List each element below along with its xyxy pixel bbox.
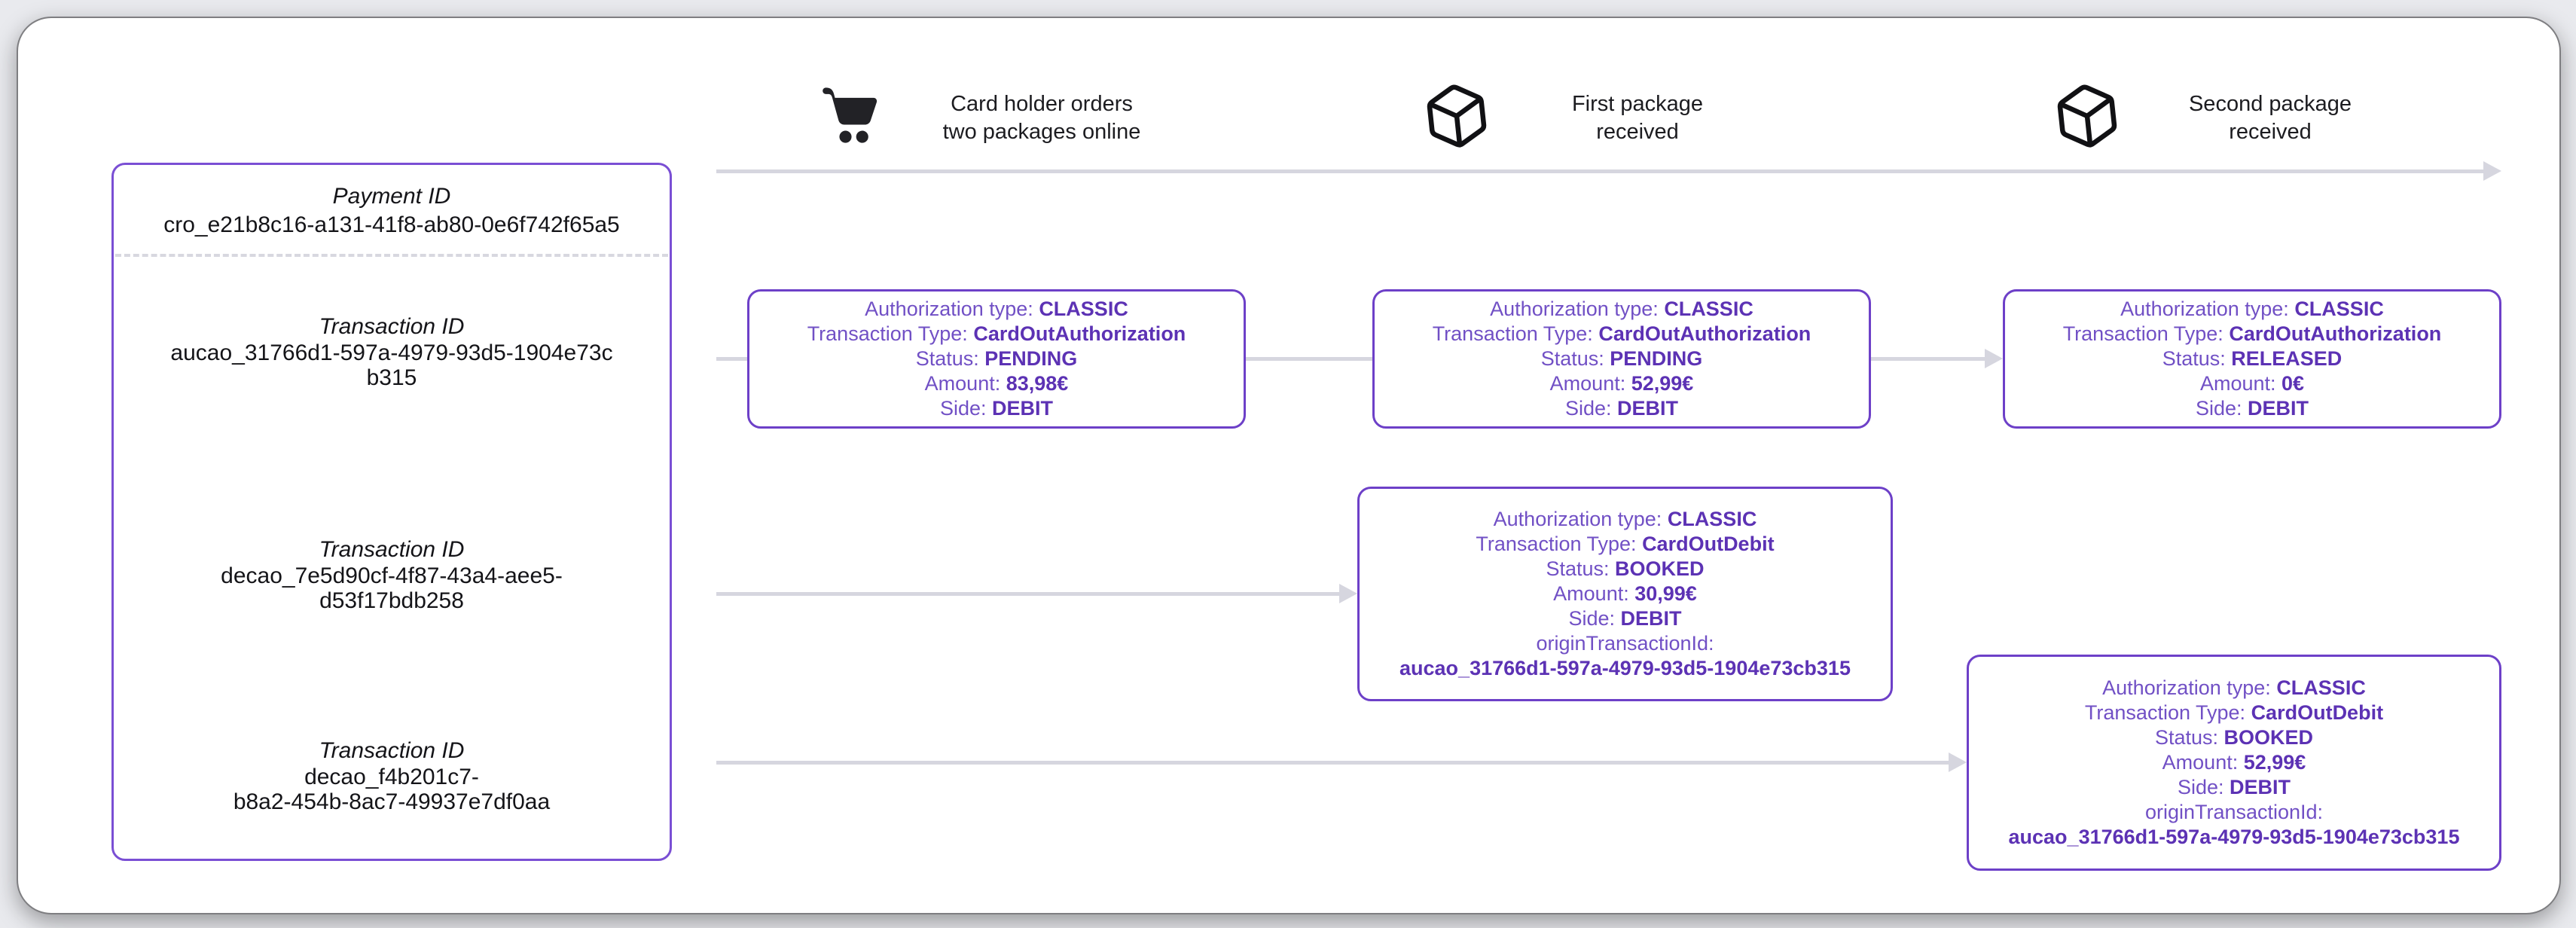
transaction-id-section-1: Transaction ID aucao_31766d1-597a-4979-9… (114, 313, 670, 390)
connector-panel-to-box1 (716, 357, 747, 361)
field-origin-transaction-id: aucao_31766d1-597a-4979-93d5-1904e73cb31… (1399, 657, 1851, 679)
field-amount: Amount: 0€ (2199, 372, 2305, 395)
dashed-divider (115, 254, 668, 257)
connector-arrowhead (1949, 752, 1967, 772)
diagram-card: Payment ID cro_e21b8c16-a131-41f8-ab80-0… (17, 17, 2561, 914)
payment-id-label: Payment ID (332, 184, 451, 209)
field-origin-transaction-label: originTransactionId: (2144, 801, 2324, 823)
authorization-box-2: Authorization type: CLASSIC Transaction … (1372, 289, 1871, 429)
step-label-line: Card holder orders (951, 92, 1133, 116)
transaction-id-section-2: Transaction ID decao_7e5d90cf-4f87-43a4-… (114, 536, 670, 613)
field-transaction-type: Transaction Type: CardOutDebit (1476, 533, 1775, 555)
authorization-box-1: Authorization type: CLASSIC Transaction … (747, 289, 1246, 429)
field-status: Status: PENDING (1540, 347, 1703, 370)
transaction-id-value: d53f17bdb258 (319, 588, 464, 613)
field-authorization-type: Authorization type: CLASSIC (1490, 298, 1753, 320)
step-label-line: received (1596, 120, 1679, 144)
field-authorization-type: Authorization type: CLASSIC (865, 298, 1128, 320)
field-origin-transaction-label: originTransactionId: (1536, 632, 1714, 655)
transaction-id-value: b8a2-454b-8ac7-49937e7df0aa (233, 789, 551, 814)
connector-panel-to-box4 (716, 592, 1341, 596)
field-authorization-type: Authorization type: CLASSIC (1493, 508, 1757, 530)
field-authorization-type: Authorization type: CLASSIC (2102, 676, 2366, 699)
field-transaction-type: Transaction Type: CardOutAuthorization (807, 322, 1186, 345)
package-icon (2053, 81, 2122, 151)
timeline-step-label: First package received (1494, 90, 1781, 146)
debit-box-1: Authorization type: CLASSIC Transaction … (1357, 487, 1893, 701)
payment-id-section: Payment ID cro_e21b8c16-a131-41f8-ab80-0… (114, 183, 670, 240)
timeline-step-label: Card holder orders two packages online (890, 90, 1194, 146)
field-amount: Amount: 52,99€ (1549, 372, 1694, 395)
connector-box1-to-box2 (1246, 357, 1372, 361)
transaction-id-label: Transaction ID (319, 314, 465, 339)
field-status: Status: BOOKED (1546, 557, 1705, 580)
transaction-id-label: Transaction ID (319, 537, 465, 562)
field-side: Side: DEBIT (939, 397, 1054, 420)
debit-box-2: Authorization type: CLASSIC Transaction … (1967, 655, 2501, 871)
timeline-arrow-line (716, 169, 2485, 173)
package-icon (1422, 81, 1491, 151)
transaction-id-value: b315 (366, 365, 417, 390)
connector-arrowhead (1339, 584, 1357, 603)
transaction-id-label: Transaction ID (319, 738, 465, 763)
field-transaction-type: Transaction Type: CardOutAuthorization (2062, 322, 2442, 345)
step-label-line: Second package (2188, 92, 2352, 116)
timeline-arrowhead (2483, 161, 2501, 181)
shopping-cart-icon (819, 81, 889, 151)
transaction-id-value: decao_7e5d90cf-4f87-43a4-aee5- (221, 563, 563, 588)
transaction-id-section-3: Transaction ID decao_f4b201c7- b8a2-454b… (114, 737, 670, 814)
field-side: Side: DEBIT (2195, 397, 2309, 420)
field-side: Side: DEBIT (1568, 607, 1682, 630)
field-side: Side: DEBIT (1564, 397, 1679, 420)
authorization-box-3: Authorization type: CLASSIC Transaction … (2003, 289, 2501, 429)
field-amount: Amount: 52,99€ (2162, 751, 2306, 774)
timeline-step-label: Second package received (2127, 90, 2413, 146)
field-side: Side: DEBIT (2177, 776, 2291, 798)
transaction-id-value: aucao_31766d1-597a-4979-93d5-1904e73c (170, 340, 613, 365)
step-label-line: received (2229, 120, 2312, 144)
field-transaction-type: Transaction Type: CardOutAuthorization (1432, 322, 1811, 345)
field-amount: Amount: 83,98€ (924, 372, 1069, 395)
field-transaction-type: Transaction Type: CardOutDebit (2084, 701, 2384, 724)
connector-panel-to-box5 (716, 761, 1950, 765)
payment-id-value: cro_e21b8c16-a131-41f8-ab80-0e6f742f65a5 (163, 212, 620, 237)
transaction-id-value: decao_f4b201c7- (304, 765, 479, 789)
field-status: Status: RELEASED (2162, 347, 2343, 370)
field-origin-transaction-id: aucao_31766d1-597a-4979-93d5-1904e73cb31… (2008, 826, 2460, 848)
step-label-line: First package (1571, 92, 1704, 116)
field-authorization-type: Authorization type: CLASSIC (2120, 298, 2384, 320)
step-label-line: two packages online (942, 120, 1141, 144)
field-status: Status: BOOKED (2154, 726, 2314, 749)
connector-arrowhead (1985, 349, 2003, 368)
field-amount: Amount: 30,99€ (1553, 582, 1697, 605)
payment-panel: Payment ID cro_e21b8c16-a131-41f8-ab80-0… (111, 163, 672, 861)
field-status: Status: PENDING (915, 347, 1078, 370)
connector-box2-to-box3 (1871, 357, 1986, 361)
